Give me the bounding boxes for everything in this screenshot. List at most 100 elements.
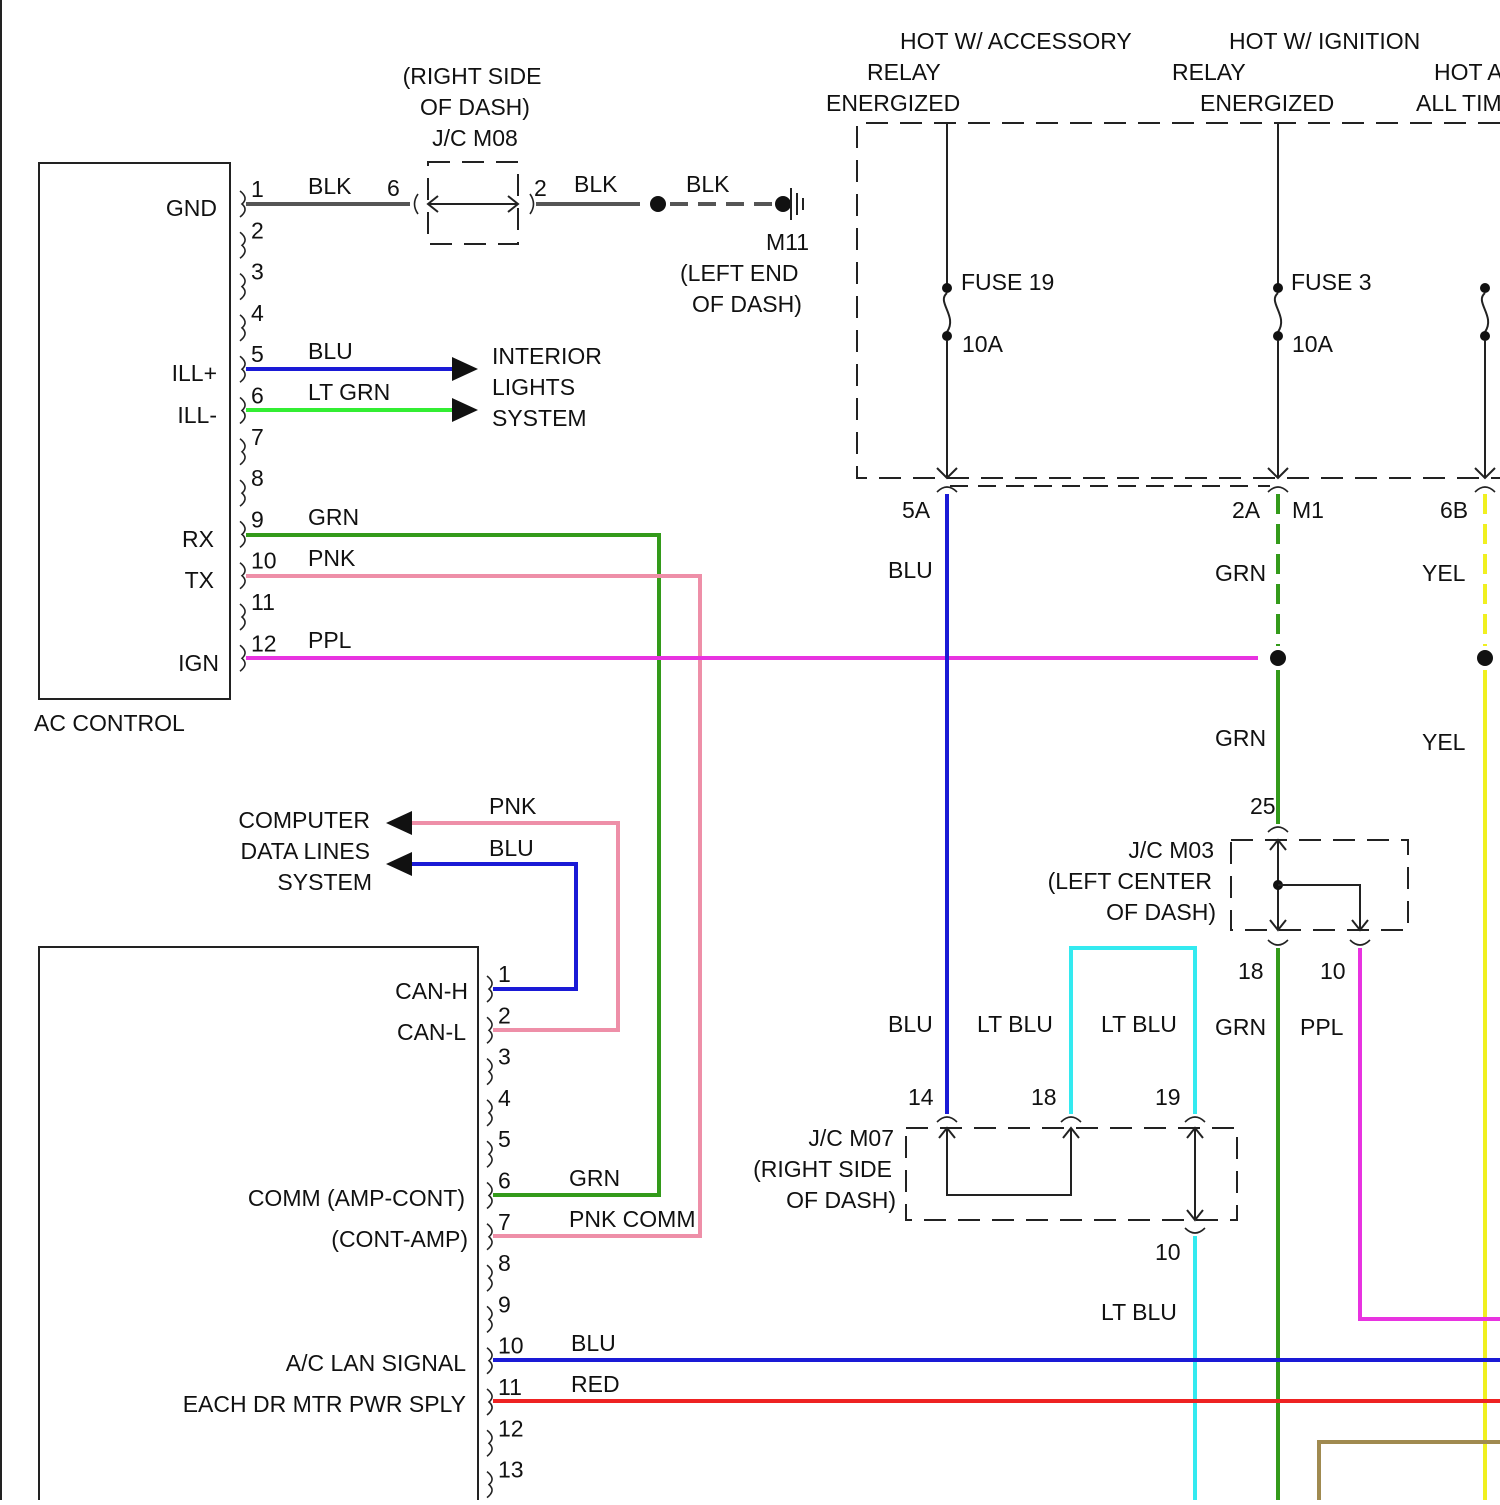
m1-connector-name: M1: [1292, 497, 1324, 523]
wire-label-gnd-2: BLK: [574, 171, 618, 197]
amp-pin-1: 1: [498, 961, 511, 987]
wire-label-m07-ltblu-1: LT BLU: [977, 1011, 1053, 1037]
computer-label-1: COMPUTER: [238, 807, 370, 833]
ac-pin-label-ill-minus: ILL-: [177, 402, 217, 428]
amp-pin-label-cont-amp: (CONT-AMP): [331, 1226, 468, 1252]
amp-pin-8: 8: [498, 1250, 511, 1276]
ac-pin-label-rx: RX: [182, 526, 214, 552]
wire-label-ign: PPL: [308, 627, 352, 653]
jc-m08-location-1: (RIGHT SIDE: [403, 63, 542, 89]
amp-terminal-10: [487, 1348, 492, 1374]
ac-control-pin-2: 2: [251, 217, 264, 243]
jc-m03-name: J/C M03: [1128, 837, 1214, 863]
wire-label-ill-minus: LT GRN: [308, 379, 390, 405]
amp-pin-5: 5: [498, 1126, 511, 1152]
fuse-hot-top-dot: [1480, 283, 1490, 293]
wire-label-amp-pnk: PNK COMM: [569, 1206, 696, 1232]
wire-label-m07-blu: BLU: [888, 1011, 933, 1037]
ac-control-title: AC CONTROL: [34, 710, 185, 736]
fuse19-name: FUSE 19: [961, 269, 1054, 295]
jc-m03-location-1: (LEFT CENTER: [1048, 868, 1212, 894]
amp-pin-3: 3: [498, 1044, 511, 1070]
amp-pin-9: 9: [498, 1291, 511, 1317]
ign-splice-dot: [1270, 650, 1286, 666]
ground-name: M11: [766, 229, 809, 255]
fuse-hot-label-1: HOT A: [1434, 59, 1500, 85]
ac-control-pin-1: 1: [251, 176, 264, 202]
amp-pin-label-mtr: EACH DR MTR PWR SPLY: [183, 1391, 466, 1417]
wire-label-hot-out-2: YEL: [1422, 729, 1466, 755]
amp-pin-12: 12: [498, 1415, 524, 1441]
amp-pin-label-comm: COMM (AMP-CONT): [248, 1185, 465, 1211]
fuse-hot-label-2: ALL TIM: [1416, 90, 1500, 116]
arrow-computer-1: [386, 811, 412, 835]
amp-pin-2: 2: [498, 1002, 511, 1028]
wire-label-pnk-data: PNK: [489, 793, 537, 819]
jc-m07-location-1: (RIGHT SIDE: [753, 1156, 892, 1182]
fuse-acc-label-1: HOT W/ ACCESSORY: [900, 28, 1132, 54]
interior-label-2: LIGHTS: [492, 374, 575, 400]
ac-control-pin-5: 5: [251, 341, 264, 367]
ac-control-terminal-2: [240, 232, 245, 258]
wire-tx-pnk: [246, 576, 700, 1236]
jc-m07-bridge-1: [947, 1128, 1071, 1195]
amp-terminal-3: [487, 1059, 492, 1085]
jc-m03-pin-18: 18: [1238, 958, 1264, 984]
wire-label-m07-ltblu-2: LT BLU: [1101, 1011, 1177, 1037]
wire-label-gnd-1: BLK: [308, 173, 352, 199]
amp-pin-4: 4: [498, 1085, 511, 1111]
ac-control-pin-4: 4: [251, 300, 264, 326]
ground-point-dot: [775, 196, 791, 212]
wire-label-m03-grn: GRN: [1215, 1014, 1266, 1040]
ac-control-terminal-8: [240, 480, 245, 506]
m1-pin-6b: 6B: [1440, 497, 1468, 523]
ac-control-terminal-11: [240, 604, 245, 630]
amp-terminal-8: [487, 1265, 492, 1291]
ground-location-1: (LEFT END: [680, 260, 798, 286]
ground-symbol-icon: [791, 188, 803, 220]
amp-pin-label-can-l: CAN-L: [397, 1019, 466, 1045]
jc-m07-location-2: OF DASH): [786, 1187, 896, 1213]
arrow-interior-1: [452, 357, 478, 381]
ac-pin-label-tx: TX: [185, 567, 214, 593]
ac-control-terminal-9: [240, 521, 245, 547]
interior-label-3: SYSTEM: [492, 405, 587, 431]
jc-m08-name: J/C M08: [432, 125, 518, 151]
ac-control-terminal-5: [240, 356, 245, 382]
fuse-ign-label-2: RELAY: [1172, 59, 1246, 85]
fuse19-top-dot: [942, 283, 952, 293]
ac-control-box: [39, 163, 230, 699]
ac-control-terminal-12: [240, 645, 245, 671]
m1-pin-5a: 5A: [902, 497, 931, 523]
ac-control-pin-11: 11: [251, 589, 275, 615]
amp-terminal-4: [487, 1100, 492, 1126]
wire-label-mtr: RED: [571, 1371, 620, 1397]
wire-blu-data: [412, 864, 576, 989]
jc-m07-pin-19: 19: [1155, 1084, 1181, 1110]
fuse-ign-label-1: HOT W/ IGNITION: [1229, 28, 1420, 54]
arrow-computer-2: [386, 852, 412, 876]
wire-label-rx: GRN: [308, 504, 359, 530]
jc-m08-pin-6: 6: [387, 175, 400, 201]
jc-m03-location-2: OF DASH): [1106, 899, 1216, 925]
wire-label-fuse3-out-2: GRN: [1215, 725, 1266, 751]
fuse-acc-label-3: ENERGIZED: [826, 90, 960, 116]
fuse19-icon: [944, 293, 950, 332]
ac-control-pin-7: 7: [251, 424, 264, 450]
ac-pin-label-ill-plus: ILL+: [172, 360, 217, 386]
jc-m07-name: J/C M07: [808, 1125, 894, 1151]
wire-tan: [1319, 1442, 1500, 1500]
ac-control-pin-3: 3: [251, 259, 264, 285]
amp-pin-6: 6: [498, 1168, 511, 1194]
arrow-interior-2: [452, 398, 478, 422]
gnd-splice-dot: [650, 196, 666, 212]
ac-control-pin-10: 10: [251, 548, 277, 574]
wire-label-ill-plus: BLU: [308, 338, 353, 364]
amp-pin-13: 13: [498, 1457, 524, 1483]
wire-label-m03-ppl: PPL: [1300, 1014, 1344, 1040]
jc-m07-pin-14: 14: [908, 1084, 934, 1110]
computer-label-2: DATA LINES: [240, 838, 370, 864]
jc-m03-pin-10: 10: [1320, 958, 1346, 984]
